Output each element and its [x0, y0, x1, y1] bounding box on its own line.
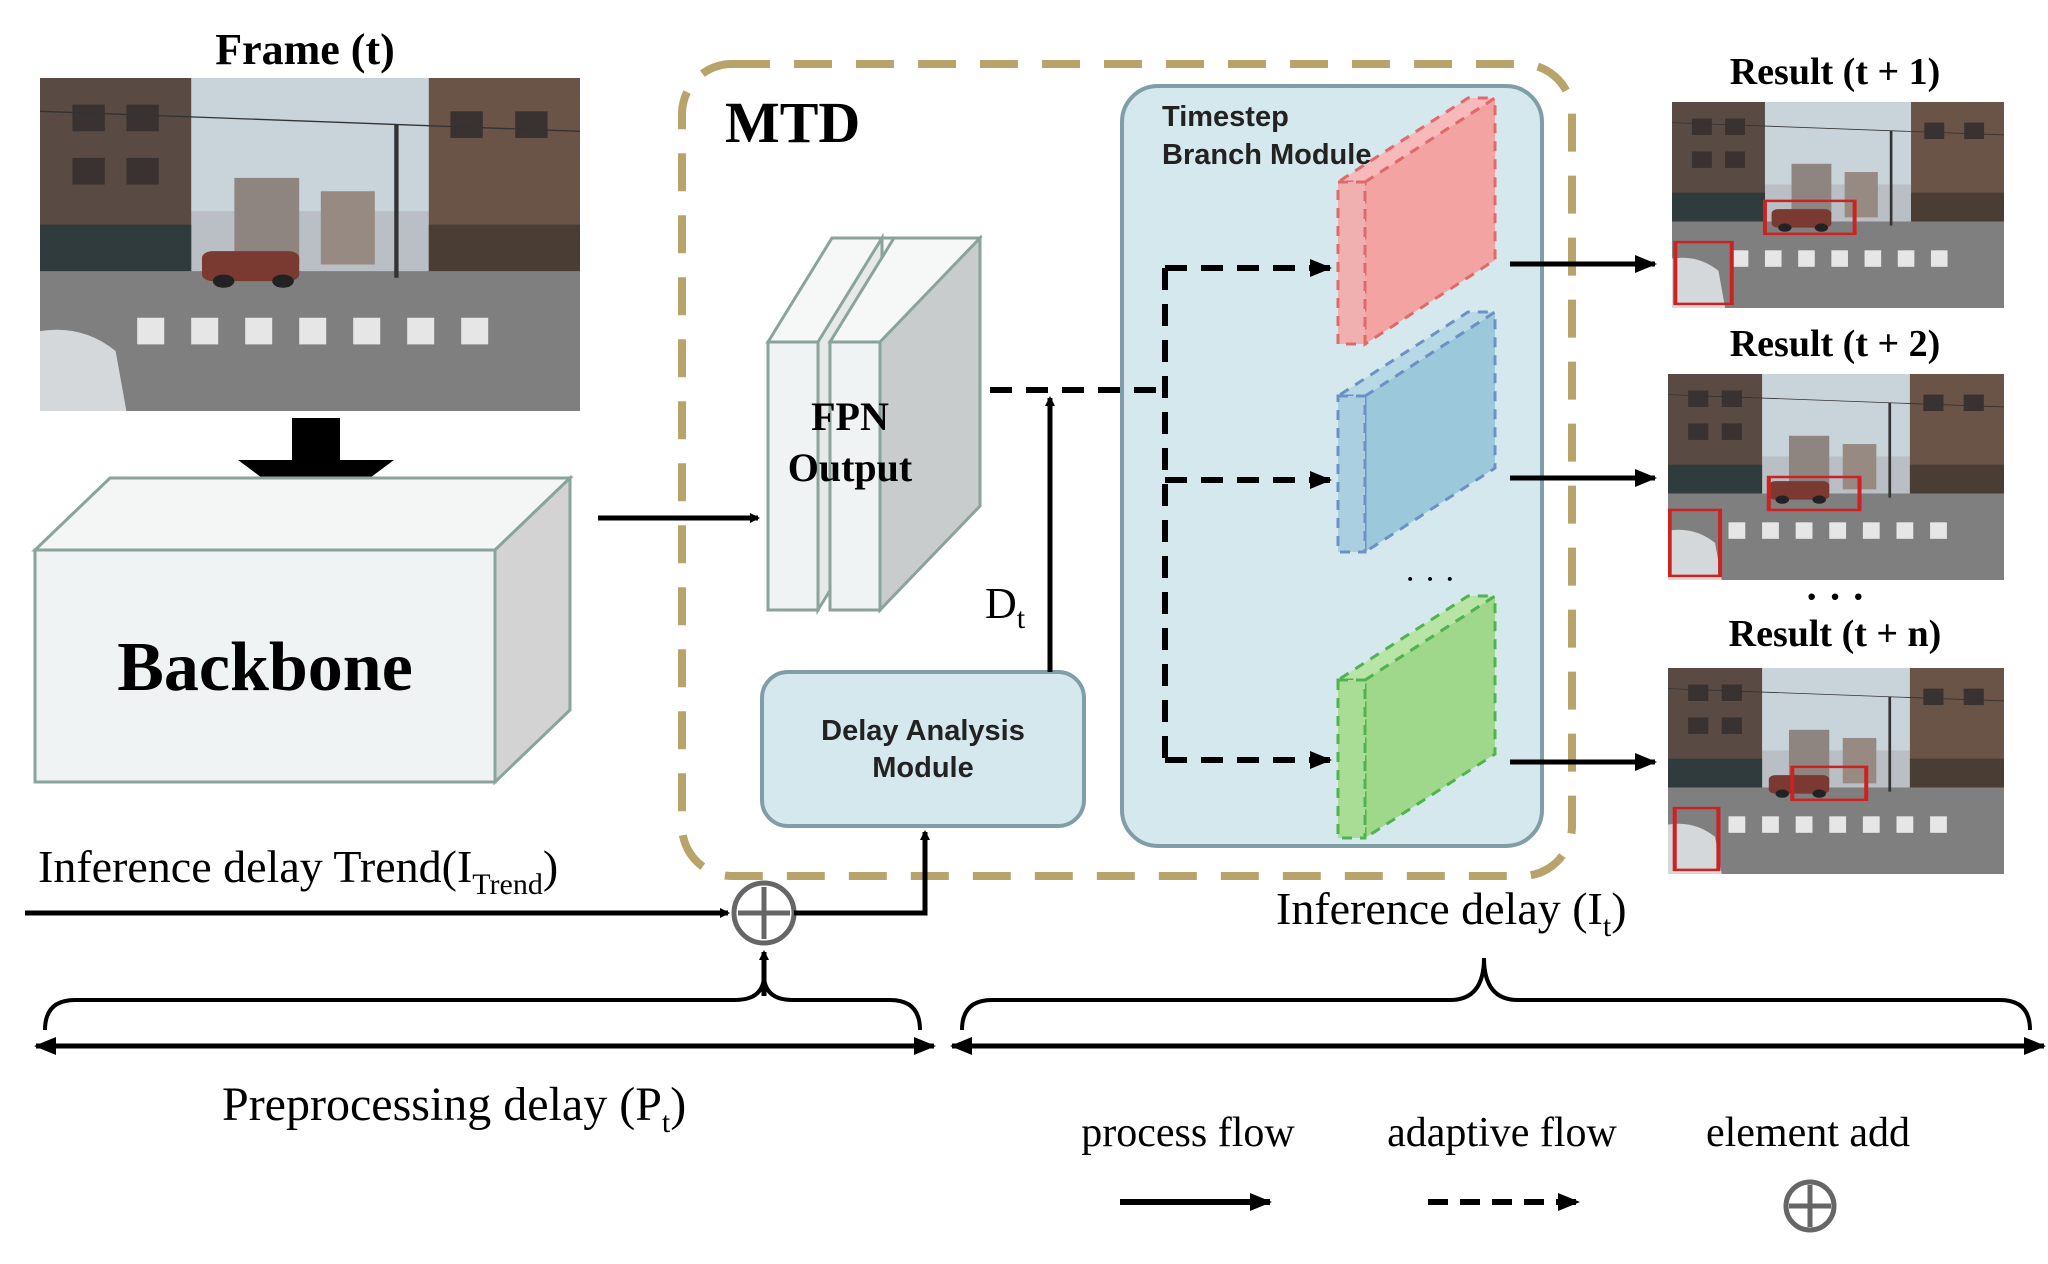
delay-module-line1: Delay Analysis — [821, 715, 1025, 747]
element-add-node — [734, 883, 794, 943]
legend-process-flow-label: process flow — [1081, 1110, 1295, 1156]
inference-delay-label: Inference delay (It) — [1276, 883, 1627, 943]
inference-trend-label: Inference delay Trend(ITrend) — [38, 841, 558, 901]
fpn-label-line1: FPN — [811, 394, 889, 439]
frame-title: Frame (t) — [215, 25, 395, 74]
result2-label: Result (t + 2) — [1730, 323, 1941, 365]
delay-module-line2: Module — [872, 752, 974, 784]
delay-analysis-module — [762, 672, 1084, 826]
preprocessing-delay-label: Preprocessing delay (Pt) — [222, 1078, 686, 1139]
legend: process flow adaptive flow element add — [1081, 1110, 1910, 1230]
legend-element-add-icon — [1786, 1182, 1834, 1230]
result2-image — [1668, 374, 2004, 580]
legend-adaptive-flow-label: adaptive flow — [1387, 1110, 1617, 1156]
delay-signal-label: Dt — [985, 579, 1026, 635]
fpn-label-line2: Output — [788, 445, 913, 490]
timestep-label-line1: Timestep — [1162, 101, 1289, 133]
branch-ellipsis: · · · — [1405, 561, 1456, 598]
result1-image — [1672, 102, 2004, 308]
legend-element-add-label: element add — [1706, 1110, 1910, 1156]
resultn-image — [1668, 668, 2004, 874]
mtd-label: MTD — [725, 90, 860, 155]
result1-label: Result (t + 1) — [1730, 51, 1941, 93]
input-frame-image — [40, 78, 580, 411]
backbone-label: Backbone — [117, 629, 413, 706]
inference-brace — [962, 958, 2030, 1030]
resultn-label: Result (t + n) — [1729, 613, 1942, 655]
timestep-label-line2: Branch Module — [1162, 139, 1371, 171]
preprocessing-brace — [45, 975, 920, 1030]
